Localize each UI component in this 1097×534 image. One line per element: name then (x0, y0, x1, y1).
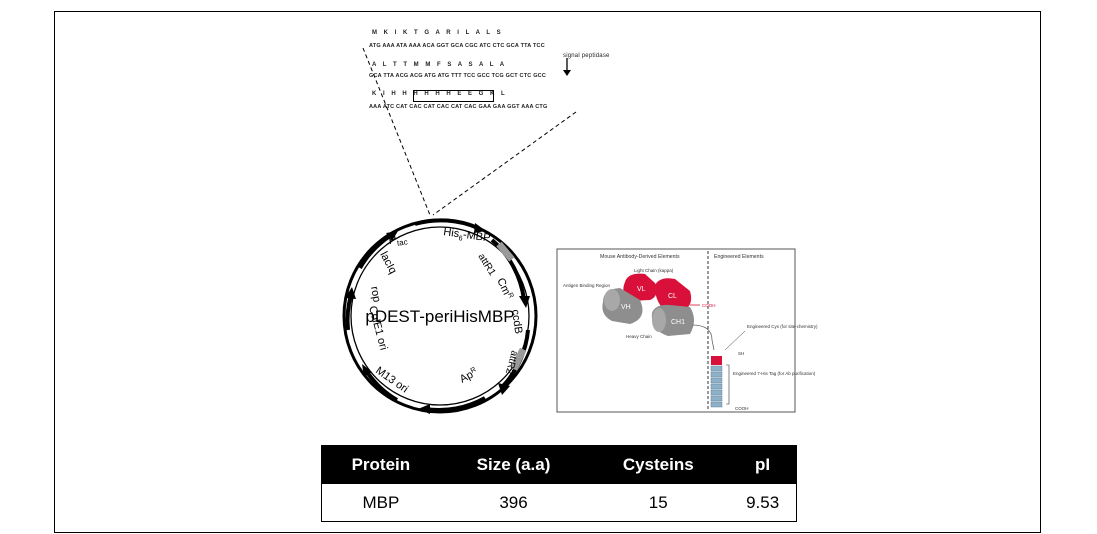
seq-row2-nt: GCA TTA ACG ACG ATG ATG TTT TCC GCC TCG … (369, 73, 547, 79)
cell-protein: MBP (321, 484, 440, 522)
vh-label: VH (621, 304, 631, 311)
his-tag-column (710, 356, 723, 408)
antigen-binding-label: Antigen Binding Region (563, 283, 611, 288)
cell-pi: 9.53 (729, 484, 797, 522)
signal-peptidase-label: signal peptidase (563, 53, 610, 59)
protein-properties-table: Protein Size (a.a) Cysteins pI MBP 396 1… (321, 445, 797, 522)
vh-domain: VH (602, 288, 643, 324)
light-chain-label: Light Chain (kappa) (634, 268, 674, 273)
heavy-chain-label: Heavy Chain (626, 334, 652, 339)
his-tag-label: Engineered 7-His Tag (for Ab purificatio… (733, 371, 816, 376)
attr1-site (496, 241, 515, 262)
vl-label: VL (637, 286, 646, 293)
seq-row3-aa: K I H H H H H H E E G K L (372, 91, 505, 97)
ccdb-label: ccdB (509, 309, 524, 335)
rop-label: rop (368, 285, 383, 303)
plasmid-name: pDEST-periHisMBP (365, 307, 514, 326)
ptac-label: Ptac (387, 231, 408, 249)
table-row: MBP 396 15 9.53 (321, 484, 797, 522)
ab-header-left: Mouse Antibody-Derived Elements (600, 254, 680, 260)
cl-domain: CL (654, 278, 692, 311)
header-cysteins: Cysteins (587, 445, 730, 484)
plasmid-map: Ptac His6-MBP attR1 CmR ccdB attR2 ApR M… (342, 218, 538, 414)
seq-row1-nt: ATG AAA ATA AAA ACA GGT GCA CGC ATC CTC … (369, 43, 545, 49)
feature-arrows (345, 218, 530, 414)
seq-row2-aa: A L T T M M F S A S A L A (372, 62, 505, 68)
cleavage-arrow (563, 58, 571, 76)
ab-header-right: Engineered Elements (714, 254, 764, 260)
zoom-lines (362, 47, 577, 216)
cooh-top-label: COOH (702, 303, 716, 308)
cl-label: CL (668, 293, 677, 300)
cooh-bottom-label: COOH (735, 406, 749, 411)
vl-domain: VL (623, 273, 657, 301)
cmr-label: CmR (494, 276, 514, 301)
seq-row3-nt: AAA ATC CAT CAC CAT CAC CAT CAC GAA GAA … (369, 104, 548, 110)
seq-row1-aa: M K I K T G A R I L A L S (372, 30, 501, 36)
figure-frame (54, 11, 1041, 533)
ch1-domain: CH1 (651, 304, 694, 336)
laciq-label: lacIq (377, 250, 399, 276)
antibody-panel: Mouse Antibody-Derived Elements Engineer… (556, 248, 818, 413)
his-mbp-label: His6-MBP (442, 226, 491, 246)
header-size: Size (a.a) (439, 445, 588, 484)
header-protein: Protein (321, 445, 440, 484)
sh-label: SH (738, 351, 744, 356)
cell-size: 396 (439, 484, 588, 522)
apr-label: ApR (458, 366, 480, 385)
table-header-row: Protein Size (a.a) Cysteins pI (321, 445, 797, 484)
header-pi: pI (729, 445, 797, 484)
cell-cysteins: 15 (587, 484, 730, 522)
engineered-cys-label: Engineered Cys (for site-chemistry) (747, 324, 818, 329)
attr1-label: attR1 (475, 252, 497, 278)
his-tag-box (413, 90, 494, 102)
attr2-site (510, 347, 527, 371)
ch1-label: CH1 (671, 319, 685, 326)
